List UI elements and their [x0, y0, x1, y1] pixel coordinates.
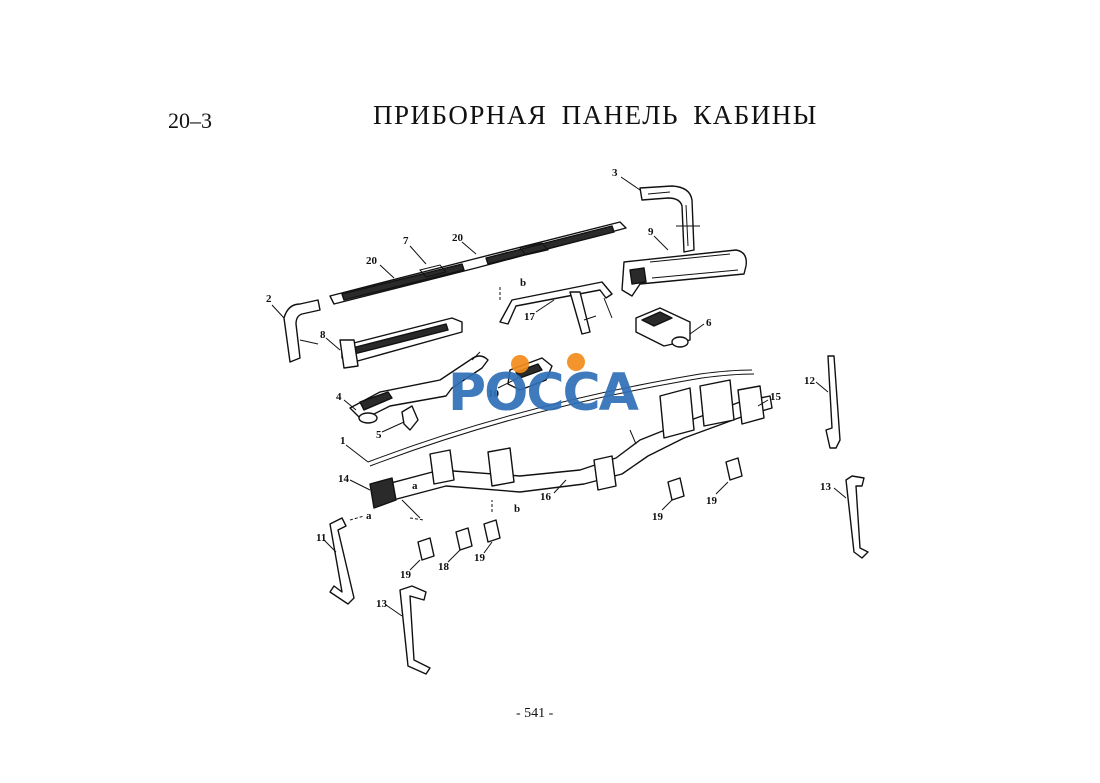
label-13-right: 13 [820, 481, 832, 493]
part-5-clip [401, 405, 419, 431]
label-14: 14 [338, 473, 350, 485]
label-4: 4 [336, 391, 342, 403]
part-19-bracket-d [725, 457, 743, 481]
page-number: - 541 - [516, 706, 554, 721]
watermark-dot-right [567, 353, 585, 371]
part-18-bracket [455, 527, 473, 551]
label-1: 1 [340, 435, 346, 447]
label-17: 17 [524, 311, 536, 323]
part-11-left-rod [329, 517, 355, 605]
part-10-vent [507, 357, 553, 391]
part-9-right-duct [621, 249, 747, 297]
part-19-bracket-a [417, 537, 435, 561]
watermark-text: POCCA [448, 363, 639, 423]
part-16-cross-beam [369, 379, 773, 519]
part-6-vent-nozzle [635, 307, 691, 348]
label-16: 16 [540, 491, 552, 503]
label-7: 7 [403, 235, 409, 247]
label-18: 18 [438, 561, 450, 573]
label-6: 6 [706, 317, 712, 329]
label-20-top: 20 [452, 232, 464, 244]
label-10: 10 [488, 388, 500, 400]
label-8: 8 [320, 329, 326, 341]
part-2-duct-bend [283, 299, 321, 363]
part-8-left-duct [339, 317, 463, 369]
label-a-upper: a [412, 480, 418, 492]
leader-lines [271, 176, 847, 617]
label-3: 3 [612, 167, 618, 179]
part-17-bracket [499, 281, 613, 335]
section-number: 20–3 [168, 108, 212, 133]
label-9: 9 [648, 226, 654, 238]
label-15: 15 [770, 391, 782, 403]
part-19-bracket-c [667, 477, 685, 501]
part-13-left-rod [399, 585, 431, 675]
label-b-top: b [520, 277, 526, 289]
part-13-right-rod [845, 475, 869, 559]
label-19-a: 19 [400, 569, 412, 581]
part-4-center-duct [349, 351, 489, 424]
part-7-vent-strip [329, 221, 627, 305]
label-a-left: a [366, 510, 372, 522]
watermark-dot-left [511, 355, 529, 373]
part-19-bracket-b [483, 519, 501, 543]
part-3-duct-bend [639, 185, 700, 253]
label-11: 11 [316, 532, 326, 544]
label-12: 12 [804, 375, 816, 387]
label-20-left: 20 [366, 255, 378, 267]
page-title: ПРИБОРНАЯ ПАНЕЛЬ КАБИНЫ [373, 100, 818, 130]
label-19-b: 19 [474, 552, 486, 564]
watermark-logo: POCCA [448, 353, 641, 423]
part-1-panel-rod [367, 369, 755, 467]
label-2: 2 [266, 293, 272, 305]
label-5: 5 [376, 429, 382, 441]
label-19-c: 19 [652, 511, 664, 523]
label-13-left: 13 [376, 598, 388, 610]
label-19-d: 19 [706, 495, 718, 507]
part-12-side-rod [825, 355, 841, 449]
label-b-lower: b [514, 503, 520, 515]
